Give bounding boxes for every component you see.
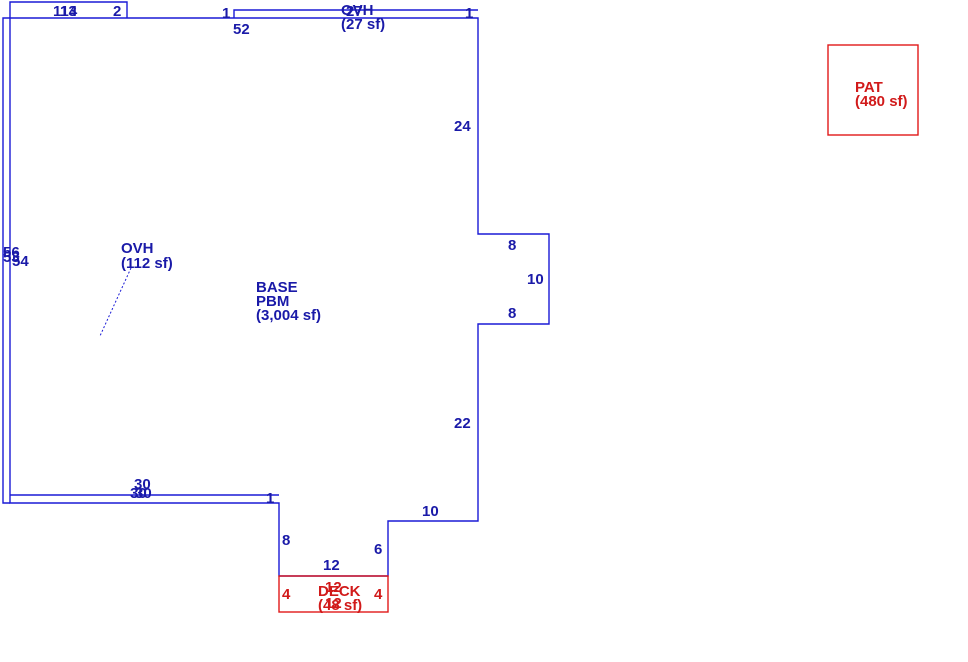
ovh-leader-line [99, 267, 132, 337]
pat-outline [827, 44, 919, 136]
ovh-left-outline [2, 1, 279, 504]
dim-label: 6 [374, 541, 382, 558]
deck-outline [278, 575, 389, 613]
dim-label: 114 [53, 3, 78, 20]
dim-label: 12 [325, 595, 342, 612]
ovh-left-name-label: OVH [121, 240, 154, 257]
dim-label: 27 [346, 3, 363, 20]
dim-label: 10 [422, 503, 439, 520]
pat-name-label: PAT [855, 79, 883, 96]
dim-label: 30 [130, 485, 147, 502]
dim-label: 12 [325, 579, 342, 596]
ovh-top-name-label: OVH [341, 2, 374, 19]
dim-label: 2 [113, 3, 121, 20]
deck-area-label: (48 sf) [318, 597, 362, 614]
dim-label: 24 [454, 118, 471, 135]
dim-label: 22 [454, 415, 471, 432]
base-outline [9, 17, 550, 577]
deck-name-label: DECK [318, 583, 361, 600]
dim-label: 8 [508, 305, 516, 322]
dim-label: 8 [508, 237, 516, 254]
dim-label: 4 [282, 586, 291, 603]
dim-label: 30 [134, 476, 151, 493]
dim-label: 12 [323, 557, 340, 574]
base-sub-label: PBM [256, 293, 289, 310]
ovh-left-area-label: (112 sf) [121, 255, 173, 272]
dim-label: 1 [222, 5, 230, 22]
dim-label: 10 [527, 271, 544, 288]
dim-label: 13 [60, 3, 77, 20]
dim-label: 56 [3, 244, 20, 261]
ovh-top-outline [233, 9, 478, 18]
dim-label: 8 [282, 532, 290, 549]
ovh-top-area-label: (27 sf) [341, 16, 385, 33]
dim-label: 4 [374, 586, 383, 603]
dim-label: 53 [3, 249, 20, 266]
dim-label: 52 [233, 21, 250, 38]
dim-label: 1 [266, 490, 274, 507]
pat-area-label: (480 sf) [855, 93, 908, 110]
dim-label: 54 [12, 253, 29, 270]
base-name-label: BASE [256, 279, 298, 296]
dim-label: 1 [465, 5, 473, 22]
base-area-label: (3,004 sf) [256, 307, 321, 324]
dim-label: 30 [135, 485, 152, 502]
